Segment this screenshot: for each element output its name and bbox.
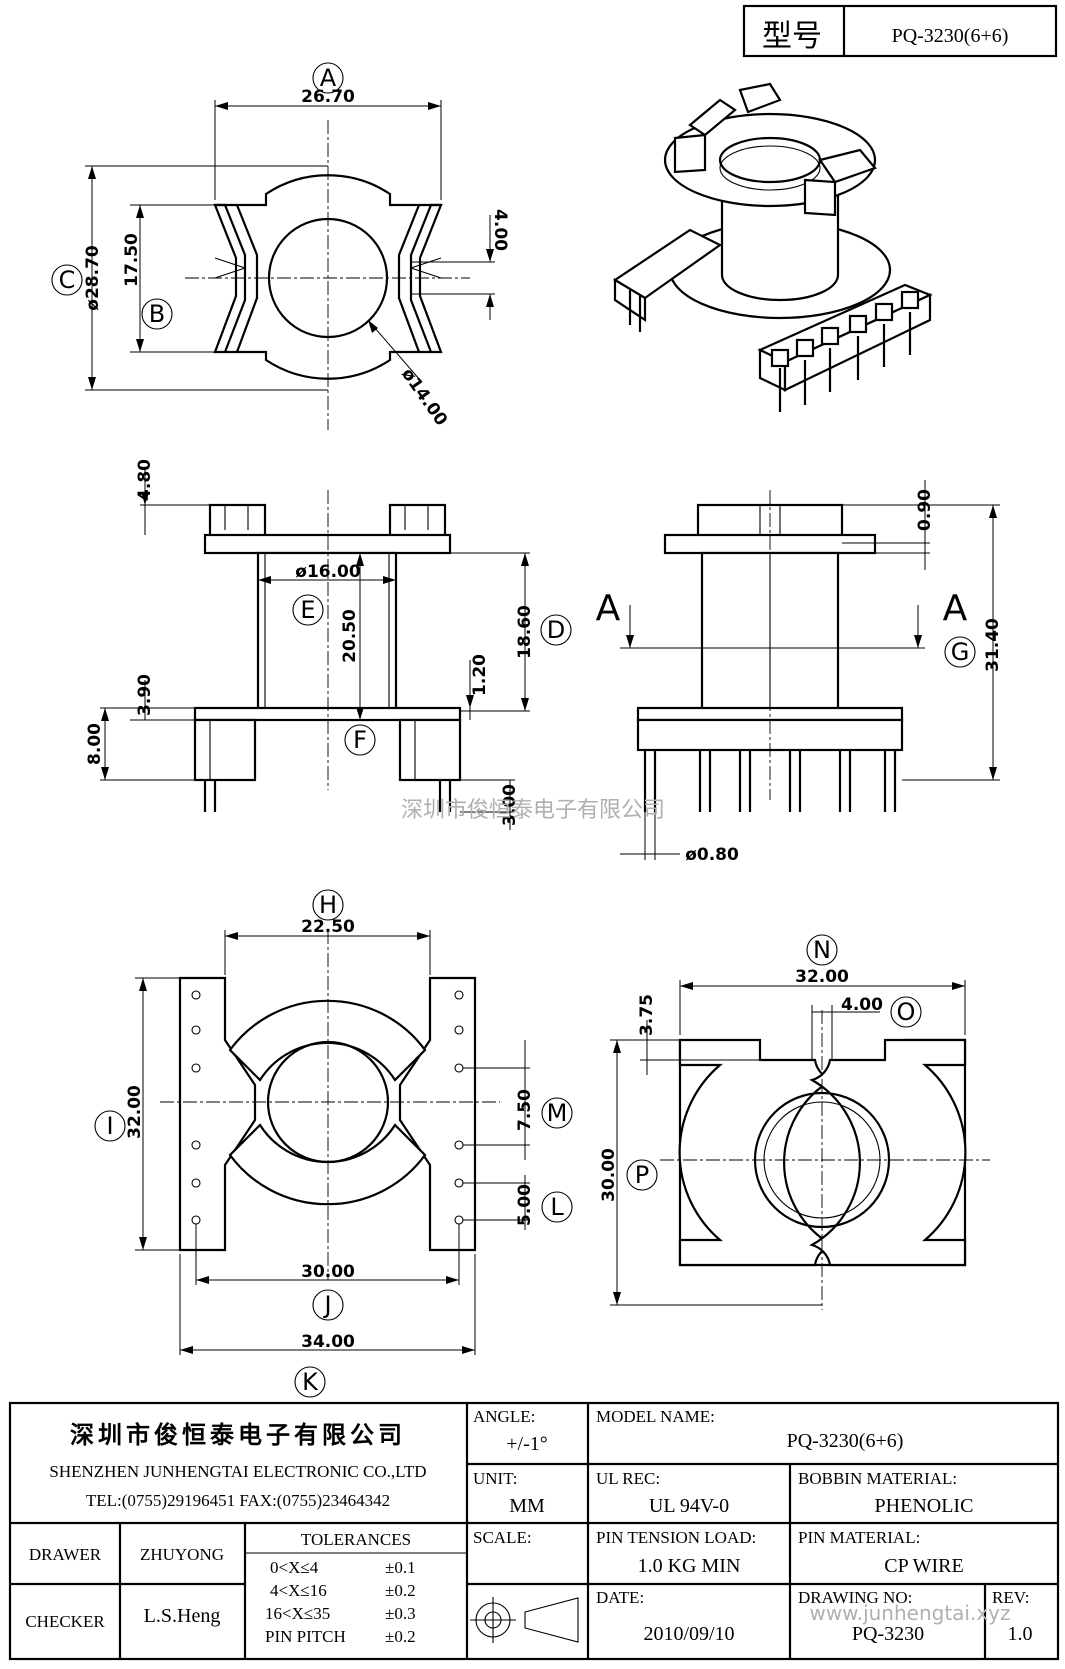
model-name-value: PQ-3230(6+6)	[787, 1430, 904, 1452]
pin-material-label: PIN MATERIAL:	[798, 1528, 920, 1547]
label-n: N	[813, 936, 831, 964]
section-mark-right: A	[943, 588, 968, 629]
dim-i: 32.00	[125, 1085, 145, 1139]
date-value: 2010/09/10	[643, 1623, 734, 1645]
pin-tension-value: 1.0 KG MIN	[638, 1555, 741, 1577]
drawing-no-label: DRAWING NO:	[798, 1588, 912, 1607]
dim-top-margin: 4.80	[135, 459, 155, 501]
pin-tension-label: PIN TENSION LOAD:	[596, 1528, 756, 1547]
label-e: E	[300, 596, 315, 624]
dim-a: 26.70	[301, 87, 355, 107]
scale-label: SCALE:	[473, 1528, 532, 1547]
dim-k: 34.00	[301, 1332, 355, 1352]
tol-range-2: 16<X≤35	[265, 1604, 330, 1623]
rev-label: REV:	[992, 1588, 1029, 1607]
dim-f-height: 20.50	[340, 609, 360, 663]
header-box: 型号 PQ-3230(6+6)	[742, 4, 1058, 58]
top-view: 26.70 A ø28.70 C 17.50 B 4.00 ø14.00	[51, 62, 510, 430]
tol-value-2: ±0.3	[385, 1604, 416, 1623]
tol-range-1: 4<X≤16	[270, 1581, 327, 1600]
dim-base1: 3.90	[135, 674, 155, 716]
checker-value: L.S.Heng	[144, 1605, 221, 1627]
checker-label: CHECKER	[25, 1612, 105, 1631]
ul-value: UL 94V-0	[649, 1495, 729, 1517]
pin-material-value: CP WIRE	[884, 1555, 963, 1577]
dim-j: 30.00	[301, 1262, 355, 1282]
dim-o: 4.00	[841, 995, 883, 1015]
dim-flange: 1.20	[470, 654, 490, 696]
tol-value-1: ±0.2	[385, 1581, 416, 1600]
label-l: L	[550, 1193, 564, 1221]
tol-value-0: ±0.1	[385, 1558, 416, 1577]
watermark-company: 深圳市俊恒泰电子有限公司	[401, 798, 665, 823]
isometric-view	[612, 82, 933, 412]
model-name-label: MODEL NAME:	[596, 1407, 715, 1426]
bobbin-value: PHENOLIC	[875, 1495, 974, 1517]
tol-range-0: 0<X≤4	[270, 1558, 319, 1577]
dim-e: ø16.00	[295, 562, 361, 582]
label-f: F	[353, 726, 367, 754]
bobbin-label: BOBBIN MATERIAL:	[798, 1469, 957, 1488]
dim-b: 17.50	[122, 233, 142, 287]
ul-label: UL REC:	[596, 1469, 660, 1488]
dim-p: 30.00	[599, 1148, 619, 1202]
projection-symbol-icon	[470, 1597, 579, 1643]
section-view: 32.00 N 4.00 O 3.75 30.00 P	[599, 934, 990, 1310]
label-h: H	[319, 891, 337, 919]
label-b: B	[149, 300, 165, 328]
front-view: 4.80 ø16.00 E 20.50 F 18.60 D 1.20 3.90 …	[85, 459, 572, 830]
label-m: M	[547, 1099, 568, 1127]
dim-n: 32.00	[795, 967, 849, 987]
unit-value: MM	[509, 1495, 545, 1517]
dim-pin-len: 3.00	[500, 784, 520, 826]
label-i: I	[106, 1112, 113, 1140]
section-mark-left: A	[596, 588, 621, 629]
dim-l: 5.00	[515, 1184, 535, 1226]
label-g: G	[951, 638, 970, 666]
label-a: A	[320, 64, 337, 92]
dim-h: 22.50	[301, 917, 355, 937]
tol-range-3: PIN PITCH	[265, 1627, 346, 1646]
unit-label: UNIT:	[473, 1469, 517, 1488]
angle-label: ANGLE:	[473, 1407, 535, 1426]
dim-side-top: 0.90	[915, 489, 935, 531]
label-k: K	[302, 1368, 319, 1396]
drawer-label: DRAWER	[29, 1545, 102, 1564]
dim-d: 18.60	[515, 605, 535, 659]
label-p: P	[635, 1161, 649, 1189]
tol-value-3: ±0.2	[385, 1627, 416, 1646]
dim-slot-top: 4.00	[490, 209, 510, 251]
dim-base2: 8.00	[85, 723, 105, 765]
dim-side-slot: 3.75	[637, 994, 657, 1036]
dim-m: 7.50	[515, 1089, 535, 1131]
label-j: J	[322, 1291, 331, 1319]
company-tel: TEL:(0755)29196451 FAX:(0755)23464342	[86, 1491, 390, 1510]
dim-c: ø28.70	[83, 245, 103, 311]
company-cn: 深圳市俊恒泰电子有限公司	[70, 1421, 406, 1449]
date-label: DATE:	[596, 1588, 644, 1607]
label-o: O	[897, 998, 916, 1026]
title-block: 深圳市俊恒泰电子有限公司 SHENZHEN JUNHENGTAI ELECTRO…	[8, 1401, 1060, 1661]
rev-value: 1.0	[1008, 1623, 1033, 1645]
watermark-site: www.junhengtai.xyz	[809, 1601, 1010, 1625]
label-c: C	[59, 266, 76, 294]
model-value: PQ-3230(6+6)	[892, 25, 1009, 47]
label-d: D	[547, 616, 565, 644]
dim-pin-dia: ø0.80	[685, 845, 739, 865]
drawing-no-value: PQ-3230	[852, 1623, 924, 1645]
model-label: 型号	[762, 19, 822, 54]
dim-g: 31.40	[983, 618, 1003, 672]
angle-value: +/-1°	[506, 1433, 548, 1455]
company-en: SHENZHEN JUNHENGTAI ELECTRONIC CO.,LTD	[49, 1462, 426, 1481]
bottom-view: 22.50 H 32.00 I 7.50 M 5.00 L 30.00 J 34…	[94, 889, 573, 1398]
side-view: A A 0.90 31.40 G ø0.80	[596, 480, 1003, 865]
drawer-value: ZHUYONG	[140, 1545, 224, 1564]
dim-hole-top: ø14.00	[397, 365, 451, 430]
tolerances-label: TOLERANCES	[301, 1530, 411, 1549]
